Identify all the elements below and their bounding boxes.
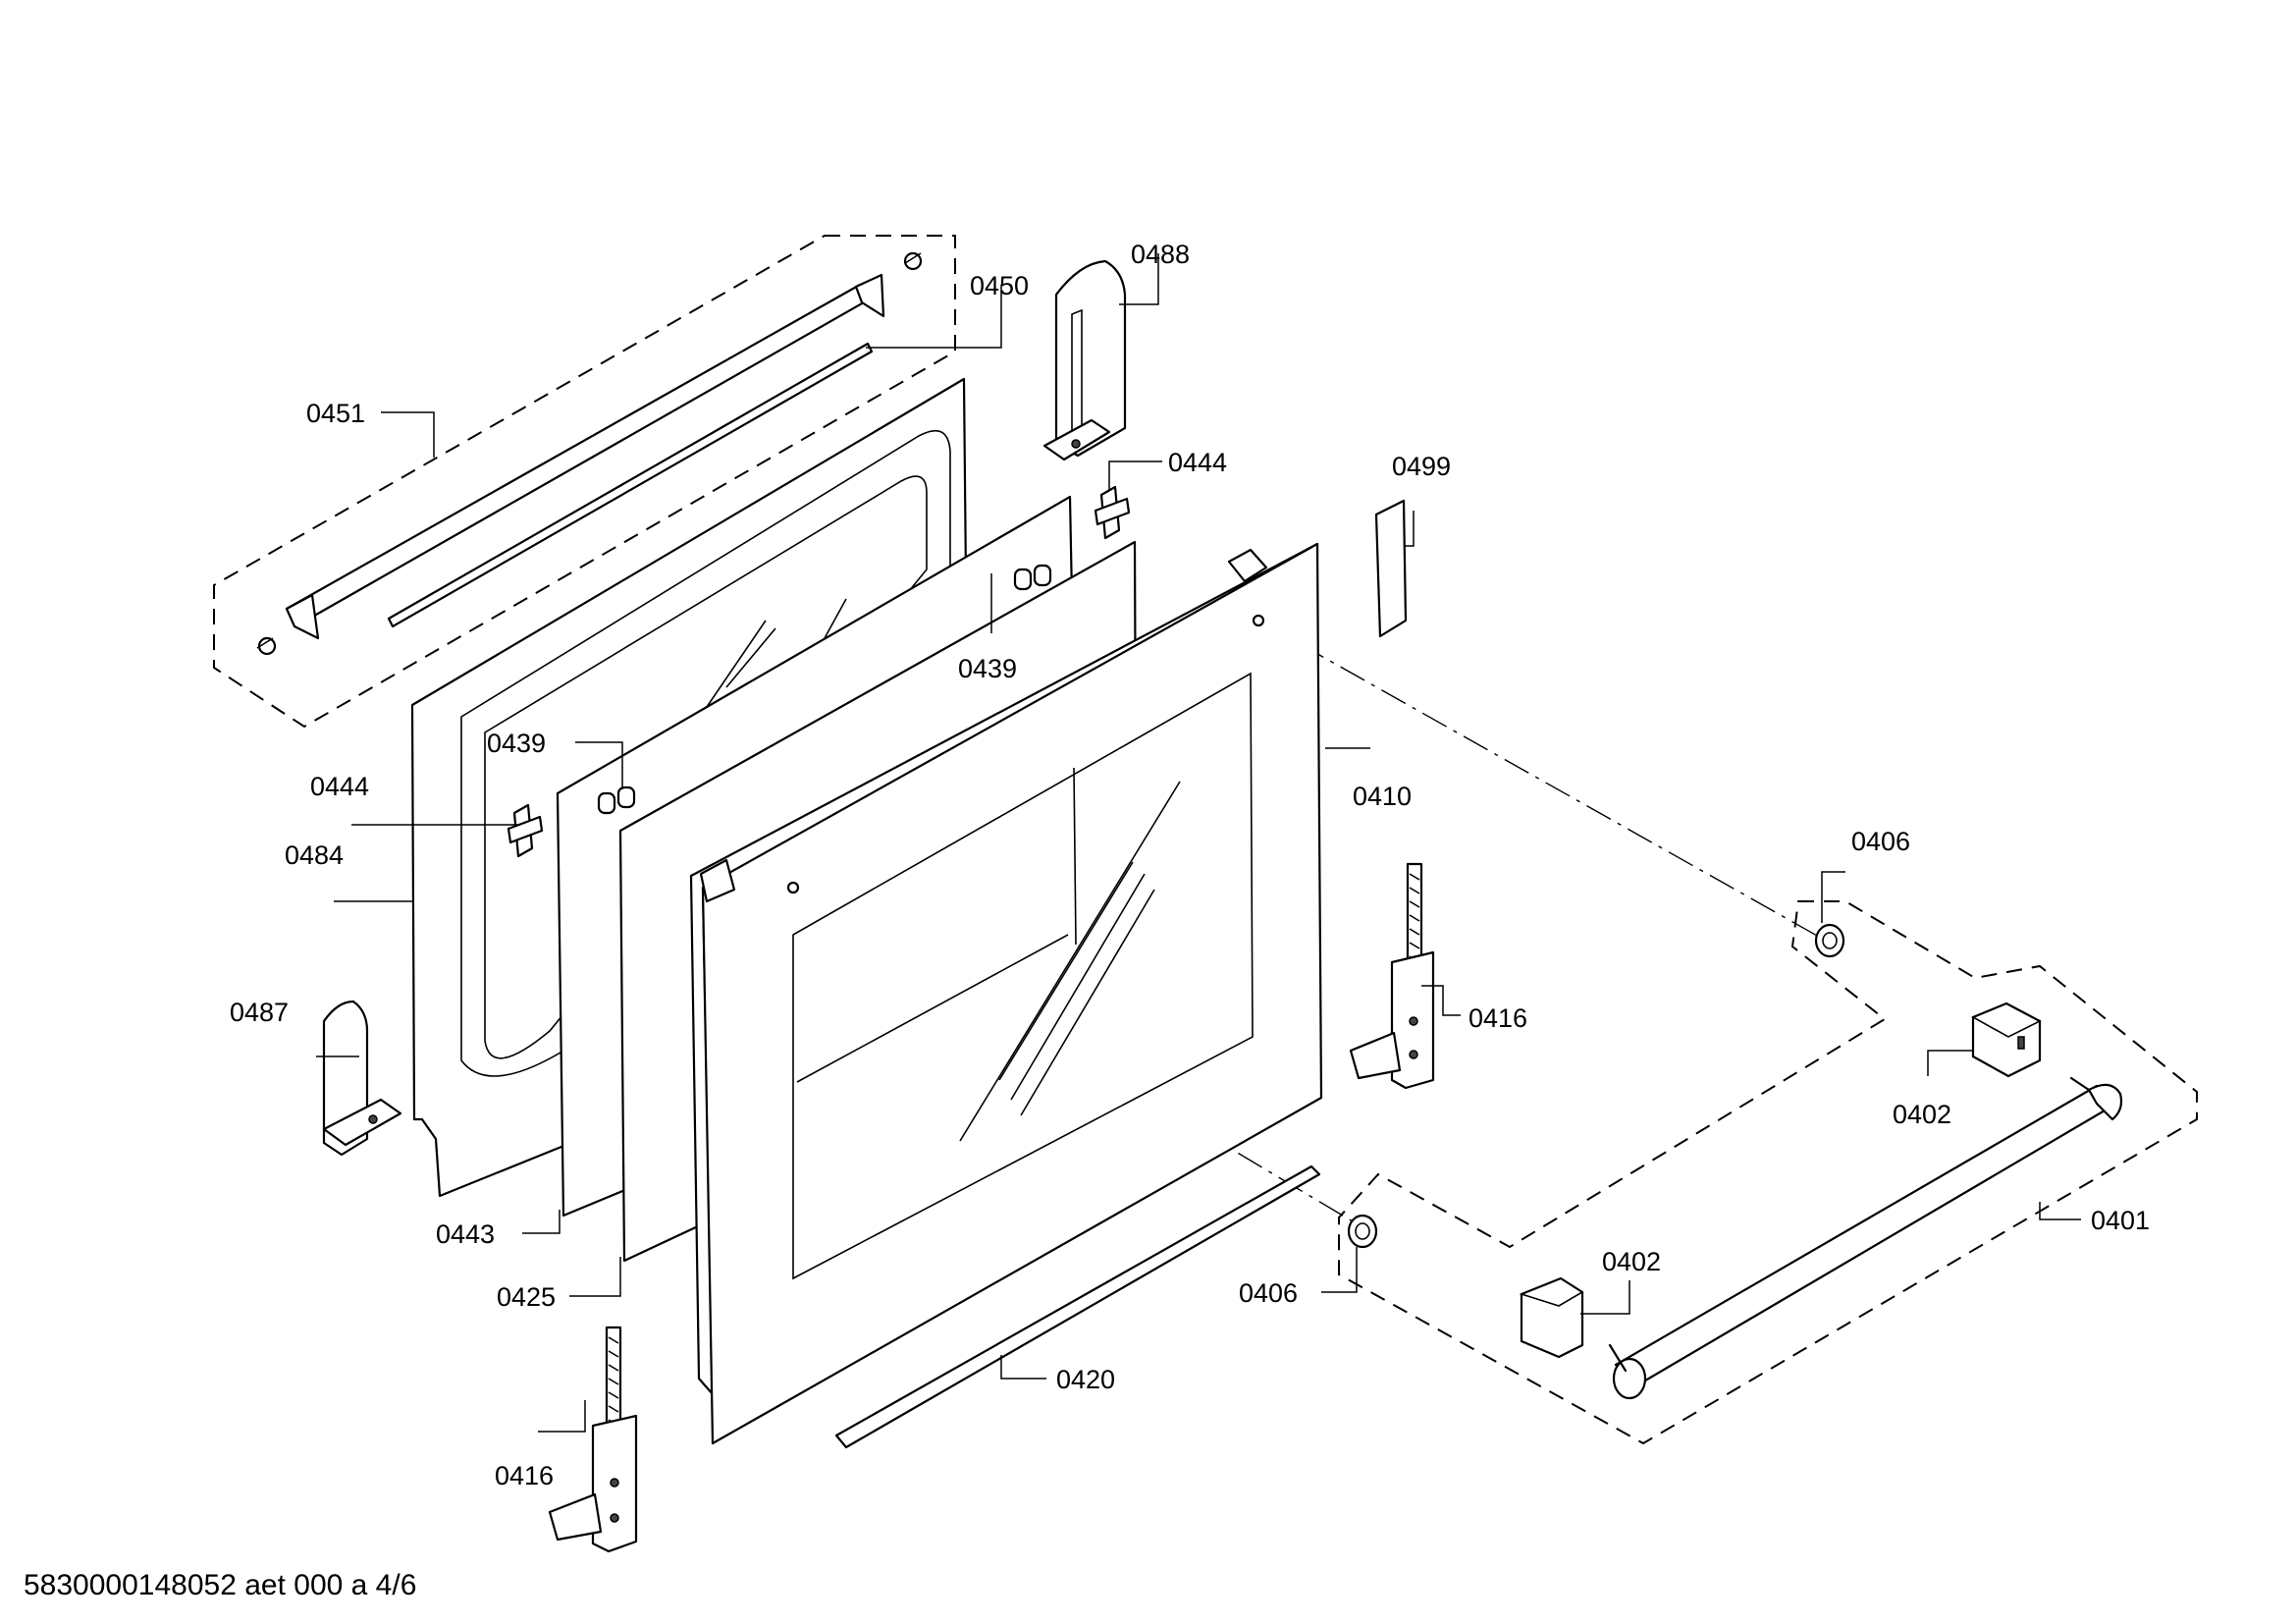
- clip-0444-top: [1094, 485, 1131, 540]
- group-outlines: [213, 235, 2198, 1445]
- handle-mount-0402-top: [1971, 1001, 2042, 1078]
- axis-line-upper: [1257, 620, 1827, 942]
- clip-0439-top: [1013, 564, 1052, 591]
- label-0425: 0425: [497, 1282, 556, 1312]
- panel-0484-window: [484, 475, 928, 1059]
- label-0484: 0484: [285, 840, 344, 870]
- clip-0444-left: [507, 803, 544, 858]
- label-0420: 0420: [1056, 1365, 1115, 1394]
- door-handle-0401: [1608, 1076, 2123, 1400]
- screw-icon-left: [256, 636, 277, 656]
- group-outline-top-trim: [213, 235, 956, 729]
- trim-bracket-right: [854, 273, 885, 318]
- spacer-0406-mid: [1347, 1214, 1378, 1249]
- side-bracket-0488: [1042, 259, 1127, 461]
- handle-mount-0402-bottom: [1519, 1276, 1584, 1359]
- spacer-0406-right: [1814, 923, 1845, 958]
- group-outline-handle: [1338, 900, 2198, 1445]
- panel-0410-hole-left: [786, 881, 800, 894]
- label-0488: 0488: [1131, 240, 1190, 269]
- side-bracket-0487: [322, 1000, 402, 1157]
- label-0444-top: 0444: [1168, 448, 1227, 477]
- clip-0439-left: [597, 785, 636, 815]
- label-0401: 0401: [2091, 1206, 2150, 1235]
- label-0416-bottom: 0416: [495, 1461, 554, 1490]
- handle-end-right: [2087, 1083, 2123, 1121]
- label-0443: 0443: [436, 1219, 495, 1249]
- part-labels: 0451 0450 0488 0444 0499 0439 0439 0444 …: [230, 240, 2150, 1490]
- label-strip-0499: [1374, 499, 1408, 638]
- panel-0410-bracket-right: [1227, 548, 1268, 583]
- panel-0410-bracket-left: [699, 858, 736, 903]
- hinge-0416-bottom: [548, 1326, 638, 1553]
- handle-bar: [1614, 1084, 2118, 1388]
- label-0416-right: 0416: [1468, 1003, 1527, 1033]
- drawing-reference-footer: 5830000148052 aet 000 a 4/6: [24, 1569, 417, 1601]
- handle-end-left: [1612, 1357, 1647, 1400]
- label-0444-left: 0444: [310, 772, 369, 801]
- label-0499: 0499: [1392, 452, 1451, 481]
- label-0402-top: 0402: [1893, 1100, 1951, 1129]
- label-0450: 0450: [970, 271, 1029, 300]
- label-0439-left: 0439: [487, 729, 546, 758]
- screw-icon-right: [903, 251, 923, 271]
- panel-0410: [701, 542, 1323, 1445]
- panel-0410-hole-right: [1252, 614, 1265, 627]
- leader-lines: [316, 253, 2081, 1433]
- label-0402-bottom: 0402: [1602, 1247, 1661, 1276]
- label-0439-top: 0439: [958, 654, 1017, 683]
- hinge-0416-right: [1349, 862, 1435, 1090]
- panel-0410-window: [792, 672, 1254, 1280]
- outer-door-glass: [689, 542, 1323, 1445]
- label-0410: 0410: [1353, 782, 1412, 811]
- label-0451: 0451: [306, 399, 365, 428]
- seal-strip-0420: [834, 1164, 1321, 1449]
- trim-seal-0450: [387, 342, 874, 628]
- label-0406-mid: 0406: [1239, 1278, 1298, 1308]
- label-0487: 0487: [230, 998, 289, 1027]
- top-trim-part: [256, 251, 923, 656]
- label-0406-right: 0406: [1851, 827, 1910, 856]
- trim-bracket-left: [285, 593, 320, 640]
